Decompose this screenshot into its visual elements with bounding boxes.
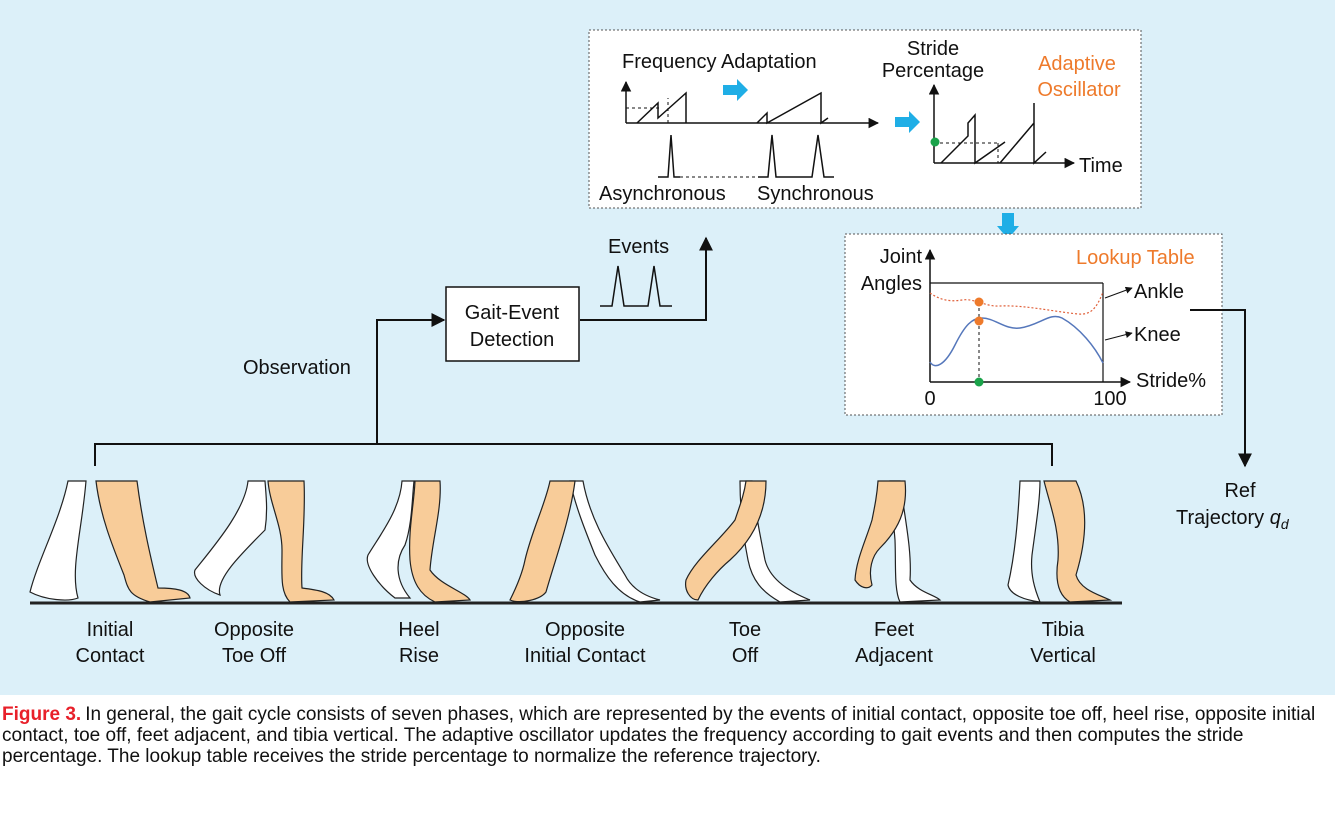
figure-caption-label: Figure 3. <box>2 704 82 725</box>
gait-figures <box>29 480 1113 603</box>
phase-label-7b: Vertical <box>1030 645 1096 667</box>
phase-label-6a: Feet <box>874 619 914 641</box>
phase-label-3a: Heel <box>398 619 439 641</box>
stride-label-line2: Percentage <box>882 60 984 82</box>
synchronous-label: Synchronous <box>757 183 874 205</box>
phase-label-4b: Initial Contact <box>524 645 646 667</box>
stride-marker <box>974 377 984 387</box>
x-max-label: 100 <box>1093 388 1126 410</box>
stride-pct-label: Stride% <box>1136 370 1206 392</box>
gait-event-label-line2: Detection <box>470 329 555 351</box>
leg-heel-rise <box>366 480 472 603</box>
leg-feet-adjacent <box>854 480 942 603</box>
lookup-table-title: Lookup Table <box>1076 247 1195 269</box>
leg-opposite-toe-off <box>194 480 335 603</box>
event-spikes <box>600 265 672 307</box>
blue-arrow-icon <box>723 79 748 101</box>
gait-event-label-line1: Gait-Event <box>465 302 560 324</box>
phase-label-4a: Opposite <box>545 619 625 641</box>
phase-label-3b: Rise <box>399 645 439 667</box>
adaptive-label-line1: Adaptive <box>1038 53 1116 75</box>
leg-opposite-initial-contact <box>509 480 661 603</box>
asynchronous-label: Asynchronous <box>599 183 726 205</box>
blue-down-arrow-icon <box>997 213 1019 239</box>
frequency-plot <box>620 80 880 178</box>
time-label: Time <box>1079 155 1123 177</box>
ankle-marker <box>974 297 984 307</box>
leg-toe-off <box>685 480 811 603</box>
lookup-axes <box>924 248 1132 388</box>
phase-label-2a: Opposite <box>214 619 294 641</box>
phase-label-5b: Off <box>732 645 759 667</box>
stride-percentage-plot <box>928 83 1076 169</box>
leg-tibia-vertical <box>1007 480 1113 603</box>
phase-label-1a: Initial <box>87 619 134 641</box>
figure-caption-text: In general, the gait cycle consists of s… <box>2 704 1316 767</box>
output-arrow <box>1190 309 1252 468</box>
phase-label-1b: Contact <box>76 645 145 667</box>
stride-label-line1: Stride <box>907 38 959 60</box>
figure-caption: Figure 3.In general, the gait cycle cons… <box>2 704 1327 767</box>
gait-diagram: Frequency Adaptation Asynchronous Synchr… <box>29 29 1290 667</box>
green-marker <box>930 137 940 147</box>
phase-label-7a: Tibia <box>1042 619 1085 641</box>
ref-label-line1: Ref <box>1224 480 1256 502</box>
ankle-label: Ankle <box>1134 281 1184 303</box>
phase-label-5a: Toe <box>729 619 761 641</box>
phase-label-2b: Toe Off <box>222 645 287 667</box>
phase-label-6b: Adjacent <box>855 645 933 667</box>
knee-marker <box>974 316 984 326</box>
leg-initial-contact <box>29 480 191 603</box>
joint-label-line2: Angles <box>861 273 922 295</box>
ref-label-line2: Trajectory qd <box>1176 507 1290 532</box>
adaptive-oscillator-box: Frequency Adaptation Asynchronous Synchr… <box>588 29 1142 209</box>
adaptive-label-line2: Oscillator <box>1037 79 1121 101</box>
ankle-curve <box>929 291 1104 315</box>
lookup-table-box: Joint Angles Lookup Table Ankle Knee Str… <box>844 233 1223 416</box>
knee-curve <box>929 315 1104 367</box>
phase-labels: Initial Contact Opposite Toe Off Heel Ri… <box>76 619 1096 667</box>
joint-label-line1: Joint <box>880 246 923 268</box>
observation-label: Observation <box>243 357 351 379</box>
flow-lines <box>94 236 1053 466</box>
blue-arrow-icon <box>895 111 920 133</box>
x-min-label: 0 <box>924 388 935 410</box>
frequency-adaptation-label: Frequency Adaptation <box>622 51 817 73</box>
knee-label: Knee <box>1134 324 1181 346</box>
gait-event-detection-box <box>445 286 580 362</box>
events-label: Events <box>608 236 669 258</box>
